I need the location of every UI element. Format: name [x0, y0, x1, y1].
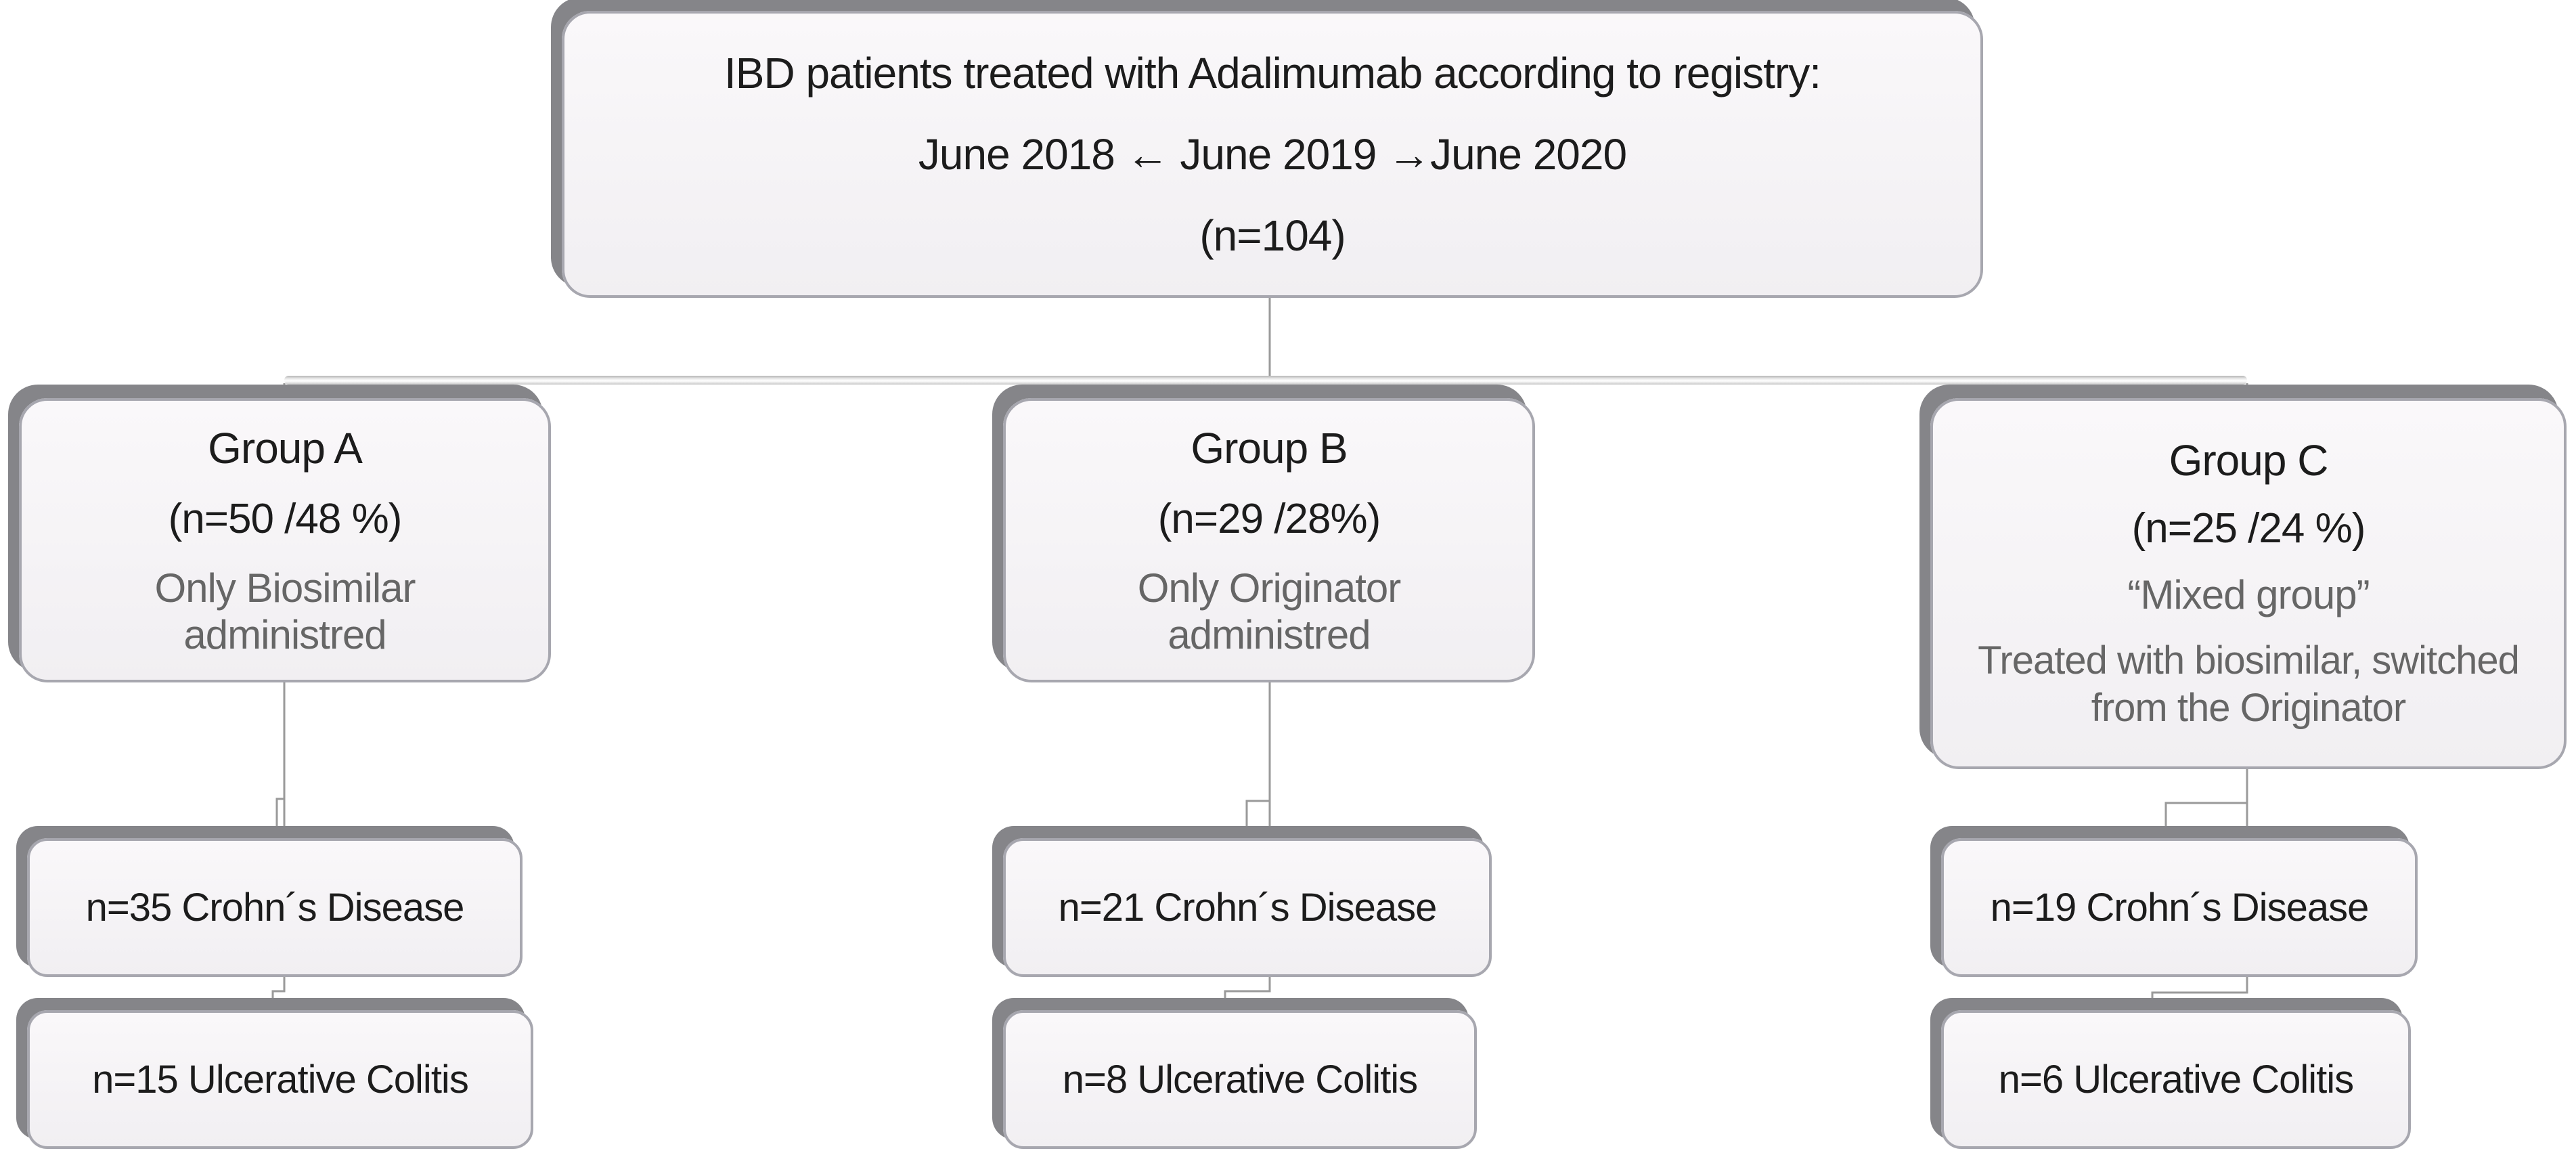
- group-a-count: (n=50 /48 %): [168, 495, 403, 542]
- group-c-description-2: Treated with biosimilar, switched from t…: [1978, 638, 2520, 730]
- connector-horizontal-bar: [284, 376, 2247, 385]
- group-c-count: (n=25 /24 %): [2131, 505, 2366, 552]
- connector-group-a-crohns: [275, 680, 286, 841]
- group-b-ulcerative-label: n=8 Ulcerative Colitis: [1062, 1058, 1418, 1102]
- group-c-ulcerative-box: n=6 Ulcerative Colitis: [1941, 1010, 2411, 1149]
- connector-group-a-ulcerative: [271, 680, 286, 1013]
- group-a-title: Group A: [208, 423, 363, 473]
- group-c-crohns-box: n=19 Crohn´s Disease: [1941, 838, 2418, 977]
- group-b-title: Group B: [1191, 423, 1348, 473]
- root-title-line: IBD patients treated with Adalimumab acc…: [724, 49, 1821, 97]
- connector-group-b-ulcerative: [1224, 680, 1271, 1013]
- group-a-description: Only Biosimilar administred: [154, 565, 416, 657]
- group-b-crohns-label: n=21 Crohn´s Disease: [1058, 886, 1438, 930]
- group-b-box: Group B (n=29 /28%) Only Originator admi…: [1003, 398, 1535, 682]
- root-count-line: (n=104): [1199, 211, 1346, 260]
- group-b-count: (n=29 /28%): [1157, 495, 1381, 542]
- group-c-description: “Mixed group”: [2127, 572, 2370, 618]
- group-a-crohns-label: n=35 Crohn´s Disease: [85, 886, 465, 930]
- group-a-ulcerative-label: n=15 Ulcerative Colitis: [92, 1058, 469, 1102]
- connector-group-b-crohns: [1245, 680, 1271, 841]
- root-box: IBD patients treated with Adalimumab acc…: [562, 11, 1983, 298]
- root-dates-line: June 2018 ← June 2019 →June 2020: [918, 130, 1627, 179]
- connector-group-c-crohns: [2164, 766, 2248, 841]
- group-a-box: Group A (n=50 /48 %) Only Biosimilar adm…: [19, 398, 551, 682]
- group-c-title: Group C: [2169, 436, 2329, 485]
- group-c-crohns-label: n=19 Crohn´s Disease: [1990, 886, 2370, 930]
- group-b-description: Only Originator administred: [1137, 565, 1401, 657]
- group-a-ulcerative-box: n=15 Ulcerative Colitis: [27, 1010, 533, 1149]
- group-a-crohns-box: n=35 Crohn´s Disease: [27, 838, 523, 977]
- group-b-crohns-box: n=21 Crohn´s Disease: [1003, 838, 1492, 977]
- group-b-ulcerative-box: n=8 Ulcerative Colitis: [1003, 1010, 1477, 1149]
- group-c-ulcerative-label: n=6 Ulcerative Colitis: [1998, 1058, 2354, 1102]
- group-c-box: Group C (n=25 /24 %) “Mixed group” Treat…: [1930, 398, 2567, 769]
